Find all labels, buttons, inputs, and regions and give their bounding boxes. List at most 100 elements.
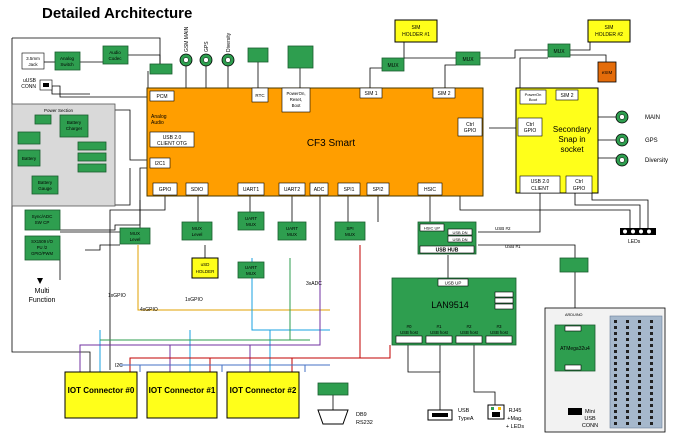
io-expander-label-1: SX1509 I/O	[31, 239, 53, 244]
battery-gauge-label-1: Battery	[38, 180, 53, 185]
svg-text:HOLDER: HOLDER	[196, 269, 216, 274]
header-pin	[626, 338, 629, 341]
sim-mux-2	[455, 51, 481, 66]
header-pin	[650, 326, 653, 329]
header-pin	[638, 392, 641, 395]
svg-text:IOT Connector #2: IOT Connector #2	[230, 386, 297, 395]
header-pin	[626, 380, 629, 383]
arduino-label: ARDUINO	[565, 313, 583, 317]
audio-codec-label-1: Audio	[109, 50, 121, 55]
port-spi2	[366, 182, 390, 196]
audio-codec	[102, 45, 129, 65]
port-i2c1	[149, 157, 171, 169]
arrow-down-icon	[37, 278, 43, 284]
header-pin	[614, 362, 617, 365]
header-pin	[614, 386, 617, 389]
dc-dc-3	[77, 163, 107, 173]
svg-text:USB host: USB host	[460, 330, 479, 335]
rj45-label-3: + LEDs	[506, 424, 524, 430]
header-pin	[614, 380, 617, 383]
header-pin	[650, 404, 653, 407]
port-sim2	[432, 87, 456, 99]
lan-usb-up: USB UP	[445, 281, 462, 286]
header-pin	[626, 398, 629, 401]
header-pin	[614, 392, 617, 395]
secondary-port-power	[519, 89, 547, 105]
dc-dc-1	[77, 141, 107, 151]
db9-label-2: RS232	[356, 420, 373, 426]
header-pin	[614, 410, 617, 413]
sync-adc-label-2: SW CP	[35, 220, 50, 225]
header-pin	[614, 320, 617, 323]
header-pin	[626, 332, 629, 335]
rj45-label-1: RJ45	[509, 408, 522, 414]
iot-connector-2	[226, 371, 300, 419]
header-pin	[650, 374, 653, 377]
audio-jack-label-2: Jack	[28, 62, 38, 67]
svg-text:MUX: MUX	[246, 271, 256, 276]
header-pin	[614, 332, 617, 335]
svg-text:Ctrl: Ctrl	[575, 179, 583, 185]
svg-text:Level: Level	[192, 232, 203, 237]
header-pin	[638, 374, 641, 377]
svg-text:MUX: MUX	[130, 231, 140, 236]
antenna-right-main: MAIN	[645, 115, 660, 121]
mini-usb-icon	[568, 408, 582, 415]
svg-text:GPIO: GPIO	[524, 128, 537, 134]
header-pin	[614, 350, 617, 353]
header-pin	[638, 398, 641, 401]
lan-port-3: #3	[496, 324, 502, 329]
antenna-label-gsm: GSM MAIN	[184, 26, 190, 52]
header-pin	[614, 422, 617, 425]
secondary-port-ctrl-gpio-2	[565, 175, 593, 194]
header-pin	[638, 422, 641, 425]
usb-typea-label-2: TypeA	[458, 416, 474, 422]
antenna-label-diversity: Diversity	[226, 32, 232, 52]
battery-gauge-label-2: Gauge	[38, 186, 52, 191]
sim-mux-1	[381, 57, 405, 72]
header-pin	[638, 338, 641, 341]
battery-label: Battery	[22, 156, 37, 161]
header-pin	[614, 344, 617, 347]
port-uart2	[278, 182, 306, 196]
svg-text:Secondary: Secondary	[553, 125, 591, 134]
port-pcm	[149, 90, 175, 102]
header-pin	[638, 320, 641, 323]
header-pin	[626, 320, 629, 323]
multi-function-label-1: Multi	[35, 288, 50, 295]
iot-buses	[79, 245, 391, 372]
header-pin	[626, 404, 629, 407]
port-hsic	[417, 182, 443, 196]
header-pin	[638, 386, 641, 389]
hub-title: USB HUB	[436, 248, 459, 254]
header-pin	[626, 368, 629, 371]
uart2-mux	[277, 221, 307, 241]
port-spi1	[337, 182, 361, 196]
svg-text:PowerOn,: PowerOn,	[286, 91, 305, 96]
antenna-right-gps: GPS	[645, 138, 658, 144]
sim-mux-3	[547, 43, 571, 58]
header-pin	[626, 374, 629, 377]
bus-label-3xadc: 3xADC	[306, 281, 322, 287]
svg-text:PowerOn: PowerOn	[525, 92, 542, 97]
svg-text:Level: Level	[130, 237, 141, 242]
led-icon	[639, 229, 643, 234]
svg-text:GPIO: GPIO	[159, 187, 172, 193]
header-pin	[626, 416, 629, 419]
svg-text:PCM: PCM	[156, 94, 167, 100]
io-expander	[24, 235, 61, 261]
header-pin	[650, 416, 653, 419]
header-pin	[650, 320, 653, 323]
header-pin	[650, 356, 653, 359]
svg-text:UART1: UART1	[243, 187, 260, 193]
arduino-header-pins	[614, 320, 653, 425]
header-pin	[650, 350, 653, 353]
header-pin	[614, 374, 617, 377]
port-usb-otg	[149, 131, 195, 148]
svg-text:CLIENT: CLIENT	[531, 186, 549, 192]
header-pin	[638, 368, 641, 371]
svg-text:HOLDER #1: HOLDER #1	[402, 32, 430, 38]
audio-jack-label-1: 3.5mm	[26, 56, 40, 61]
svg-text:MUX: MUX	[287, 232, 297, 237]
